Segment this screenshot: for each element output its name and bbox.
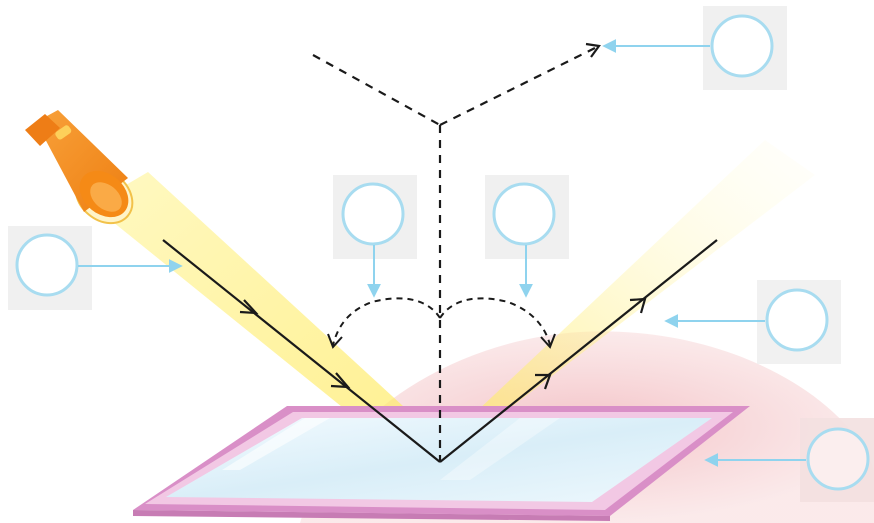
angle-reflection-arrowhead bbox=[540, 333, 556, 349]
angle-of-incidence-arc bbox=[332, 297, 441, 346]
label-circle bbox=[710, 14, 774, 78]
angle-of-incidence-label[interactable] bbox=[333, 175, 417, 298]
normal-label[interactable] bbox=[664, 280, 841, 364]
mirror-label[interactable] bbox=[704, 418, 874, 502]
reflected-ray-arrow-1 bbox=[535, 373, 552, 390]
virtual-ray-arrowhead bbox=[585, 42, 601, 58]
virtual-incident-ray bbox=[312, 54, 441, 126]
flashlight-icon bbox=[25, 110, 134, 225]
reflected-ray bbox=[439, 239, 718, 463]
reflected-ray-arrow-2 bbox=[629, 297, 647, 314]
label-circle bbox=[765, 288, 829, 352]
label-circle bbox=[15, 233, 79, 297]
label-circle bbox=[806, 427, 870, 491]
virtual-reflected-ray bbox=[439, 46, 598, 126]
incident-ray-arrow-1 bbox=[239, 299, 259, 315]
label-circle bbox=[492, 182, 556, 246]
incident-light-beam bbox=[92, 172, 440, 470]
incident-ray-label[interactable] bbox=[8, 226, 183, 310]
label-circle bbox=[341, 182, 405, 246]
incident-ray-arrow-2 bbox=[330, 372, 351, 389]
reflected-ray-label[interactable] bbox=[602, 6, 787, 90]
reflected-light-beam bbox=[425, 140, 815, 460]
angle-incidence-arrowhead bbox=[327, 333, 343, 349]
incident-ray bbox=[162, 239, 441, 463]
angle-of-reflection-label[interactable] bbox=[485, 175, 569, 298]
